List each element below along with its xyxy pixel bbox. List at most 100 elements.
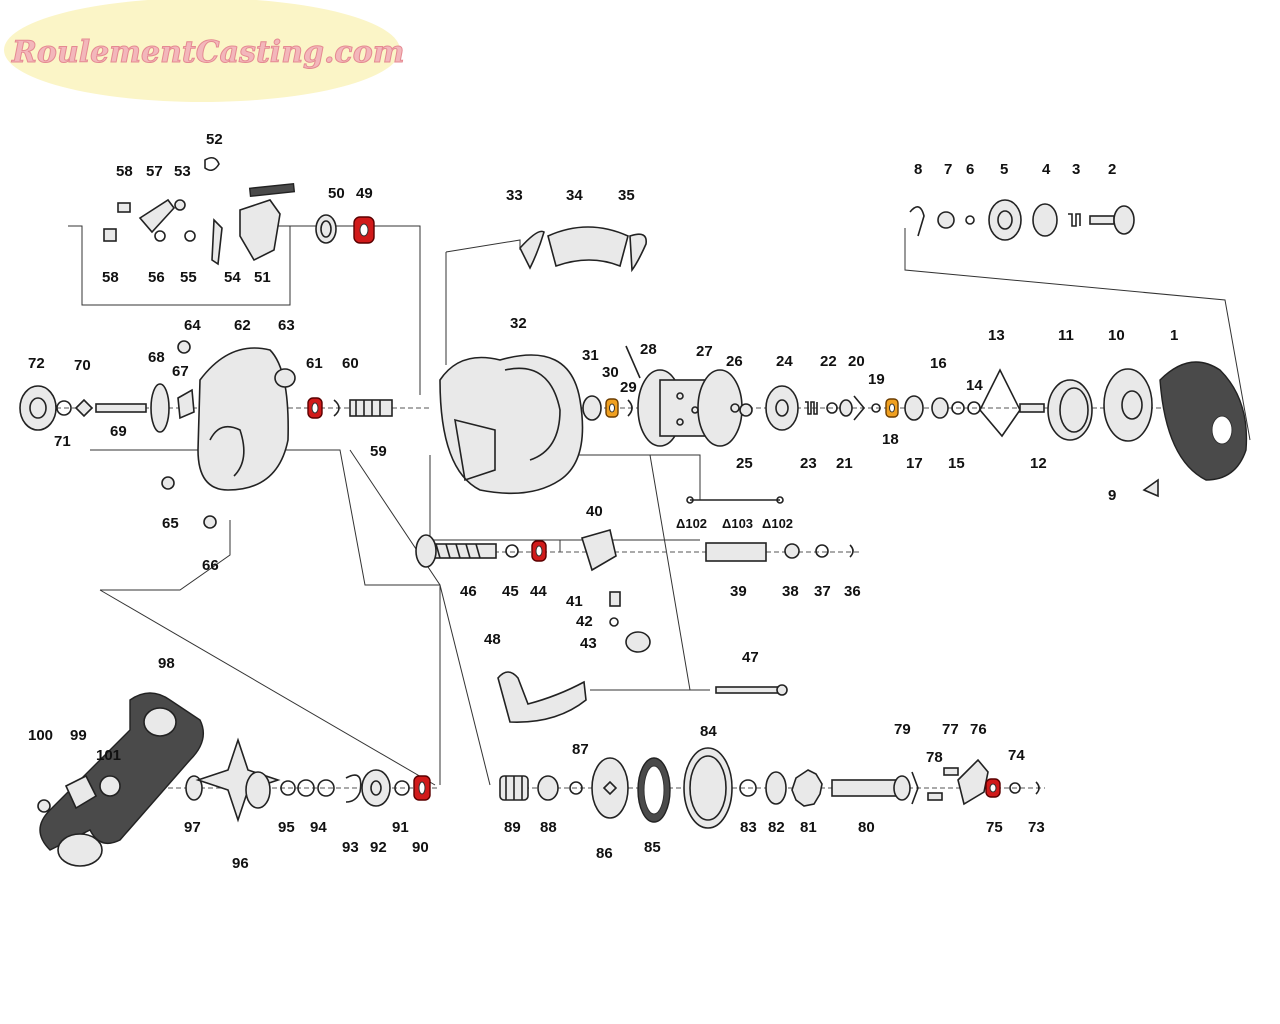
label-65[interactable]: 65 — [162, 515, 179, 532]
label-34[interactable]: 34 — [566, 187, 583, 204]
label-53[interactable]: 53 — [174, 163, 191, 180]
label-102b[interactable]: Δ102 — [762, 516, 793, 531]
label-49[interactable]: 49 — [356, 185, 373, 202]
label-40[interactable]: 40 — [586, 503, 603, 520]
label-69[interactable]: 69 — [110, 423, 127, 440]
label-89[interactable]: 89 — [504, 819, 521, 836]
label-5[interactable]: 5 — [1000, 161, 1008, 178]
label-52[interactable]: 52 — [206, 131, 223, 148]
label-85[interactable]: 85 — [644, 839, 661, 856]
label-47[interactable]: 47 — [742, 649, 759, 666]
label-74[interactable]: 74 — [1008, 747, 1025, 764]
label-21[interactable]: 21 — [836, 455, 853, 472]
label-15[interactable]: 15 — [948, 455, 965, 472]
label-12[interactable]: 12 — [1030, 455, 1047, 472]
label-94[interactable]: 94 — [310, 819, 327, 836]
label-1[interactable]: 1 — [1170, 327, 1178, 344]
label-102a[interactable]: Δ102 — [676, 516, 707, 531]
label-83[interactable]: 83 — [740, 819, 757, 836]
label-100[interactable]: 100 — [28, 727, 53, 744]
label-18[interactable]: 18 — [882, 431, 899, 448]
label-28[interactable]: 28 — [640, 341, 657, 358]
label-25[interactable]: 25 — [736, 455, 753, 472]
label-13[interactable]: 13 — [988, 327, 1005, 344]
label-24[interactable]: 24 — [776, 353, 793, 370]
label-51[interactable]: 51 — [254, 269, 271, 286]
label-14[interactable]: 14 — [966, 377, 983, 394]
label-64[interactable]: 64 — [184, 317, 201, 334]
brand-logo[interactable]: RoulementCasting.com — [4, 0, 405, 102]
label-43[interactable]: 43 — [580, 635, 597, 652]
label-63[interactable]: 63 — [278, 317, 295, 334]
label-58[interactable]: 58 — [116, 163, 133, 180]
label-30[interactable]: 30 — [602, 364, 619, 381]
label-6[interactable]: 6 — [966, 161, 974, 178]
label-103[interactable]: Δ103 — [722, 516, 753, 531]
label-3[interactable]: 3 — [1072, 161, 1080, 178]
label-48[interactable]: 48 — [484, 631, 501, 648]
label-87[interactable]: 87 — [572, 741, 589, 758]
label-86[interactable]: 86 — [596, 845, 613, 862]
label-84[interactable]: 84 — [700, 723, 717, 740]
label-44[interactable]: 44 — [530, 583, 547, 600]
label-32[interactable]: 32 — [510, 315, 527, 332]
label-42[interactable]: 42 — [576, 613, 593, 630]
label-17[interactable]: 17 — [906, 455, 923, 472]
label-92[interactable]: 92 — [370, 839, 387, 856]
label-80[interactable]: 80 — [858, 819, 875, 836]
label-60[interactable]: 60 — [342, 355, 359, 372]
label-11[interactable]: 11 — [1058, 327, 1074, 344]
label-70[interactable]: 70 — [74, 357, 91, 374]
label-97[interactable]: 97 — [184, 819, 201, 836]
label-36[interactable]: 36 — [844, 583, 861, 600]
label-93[interactable]: 93 — [342, 839, 359, 856]
label-10[interactable]: 10 — [1108, 327, 1125, 344]
label-46[interactable]: 46 — [460, 583, 477, 600]
label-8[interactable]: 8 — [914, 161, 922, 178]
label-68[interactable]: 68 — [148, 349, 165, 366]
label-73[interactable]: 73 — [1028, 819, 1045, 836]
label-4[interactable]: 4 — [1042, 161, 1051, 178]
label-56[interactable]: 56 — [148, 269, 165, 286]
label-57[interactable]: 57 — [146, 163, 163, 180]
label-75[interactable]: 75 — [986, 819, 1003, 836]
label-55[interactable]: 55 — [180, 269, 197, 286]
label-45[interactable]: 45 — [502, 583, 519, 600]
label-88[interactable]: 88 — [540, 819, 557, 836]
label-72[interactable]: 72 — [28, 355, 45, 372]
label-37[interactable]: 37 — [814, 583, 831, 600]
label-41[interactable]: 41 — [566, 593, 583, 610]
label-99[interactable]: 99 — [70, 727, 87, 744]
label-27[interactable]: 27 — [696, 343, 713, 360]
label-38[interactable]: 38 — [782, 583, 799, 600]
label-96[interactable]: 96 — [232, 855, 249, 872]
label-20[interactable]: 20 — [848, 353, 865, 370]
label-33[interactable]: 33 — [506, 187, 523, 204]
label-76[interactable]: 76 — [970, 721, 987, 738]
label-61[interactable]: 61 — [306, 355, 323, 372]
label-98[interactable]: 98 — [158, 655, 175, 672]
label-7[interactable]: 7 — [944, 161, 952, 178]
label-71[interactable]: 71 — [54, 433, 71, 450]
label-82[interactable]: 82 — [768, 819, 785, 836]
label-77[interactable]: 77 — [942, 721, 959, 738]
label-81[interactable]: 81 — [800, 819, 817, 836]
label-78[interactable]: 78 — [926, 749, 943, 766]
label-22[interactable]: 22 — [820, 353, 837, 370]
label-50[interactable]: 50 — [328, 185, 345, 202]
label-101[interactable]: 101 — [96, 747, 121, 764]
label-67[interactable]: 67 — [172, 363, 189, 380]
label-35[interactable]: 35 — [618, 187, 635, 204]
label-9[interactable]: 9 — [1108, 487, 1116, 504]
label-23[interactable]: 23 — [800, 455, 817, 472]
label-16[interactable]: 16 — [930, 355, 947, 372]
label-2[interactable]: 2 — [1108, 161, 1116, 178]
label-31[interactable]: 31 — [582, 347, 599, 364]
label-90[interactable]: 90 — [412, 839, 429, 856]
label-91[interactable]: 91 — [392, 819, 409, 836]
label-59[interactable]: 59 — [370, 443, 387, 460]
label-79[interactable]: 79 — [894, 721, 911, 738]
label-62[interactable]: 62 — [234, 317, 251, 334]
label-54[interactable]: 54 — [224, 269, 241, 286]
label-58b[interactable]: 58 — [102, 269, 119, 286]
